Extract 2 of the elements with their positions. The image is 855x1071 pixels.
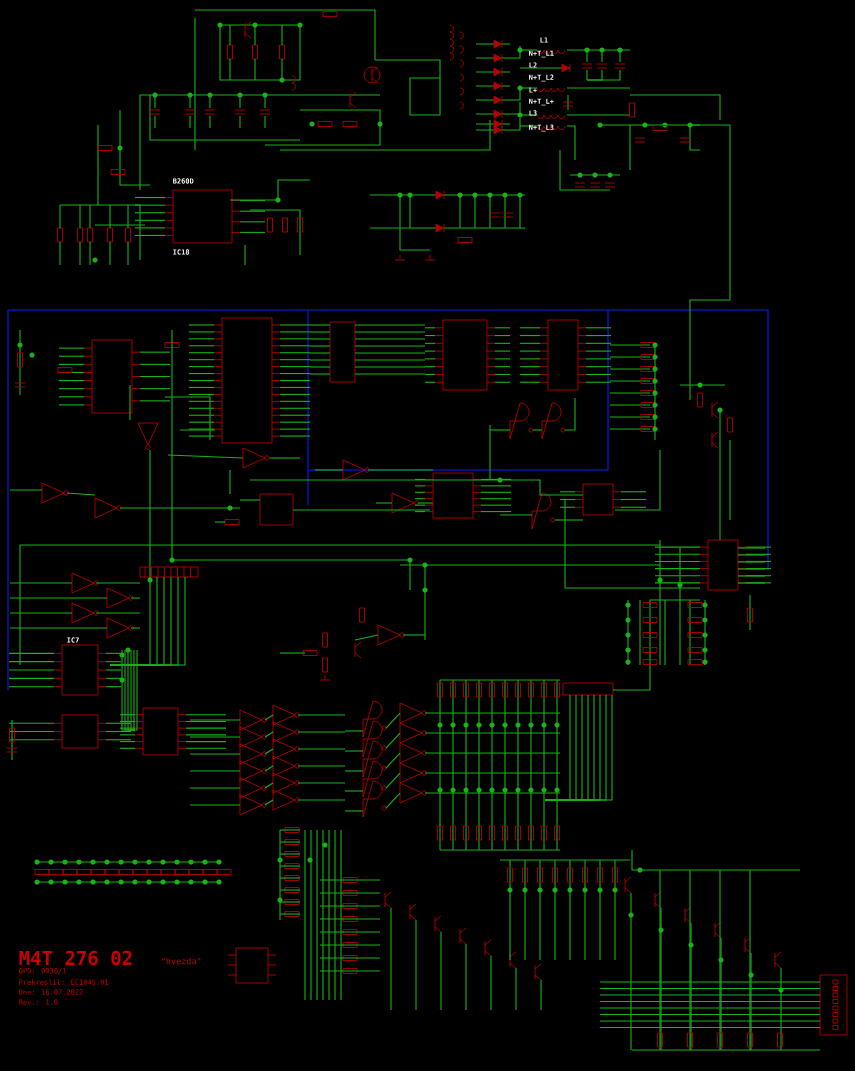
drawing-number: M4T 276 02 xyxy=(19,950,132,966)
drawing-nickname: "hvezda" xyxy=(162,957,201,965)
